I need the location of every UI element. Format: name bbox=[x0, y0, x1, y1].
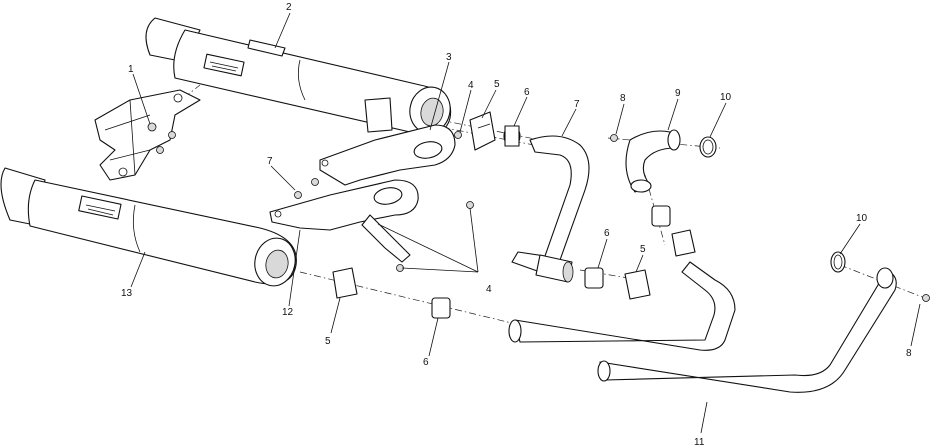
callout-labels: 1 2 3 4 5 6 7 8 9 10 7 6 5 10 4 13 12 5 … bbox=[121, 2, 912, 448]
callout-6-right: 6 bbox=[604, 228, 610, 239]
callout-8-upper: 8 bbox=[620, 93, 626, 104]
callout-7-lower: 7 bbox=[267, 156, 273, 167]
callout-6-lower: 6 bbox=[423, 357, 429, 368]
assembly-centerlines bbox=[149, 84, 931, 326]
callout-5-lower: 5 bbox=[325, 336, 331, 347]
upper-elbow bbox=[625, 129, 717, 193]
callout-4-lower: 4 bbox=[486, 284, 492, 295]
frame-bracket bbox=[94, 89, 201, 181]
lower-muffler bbox=[0, 167, 297, 287]
upper-clamp-set bbox=[469, 111, 521, 151]
callout-9: 9 bbox=[675, 88, 681, 99]
callout-2: 2 bbox=[286, 2, 292, 13]
callout-6-upper: 6 bbox=[524, 87, 530, 98]
middle-clamp-set bbox=[651, 205, 696, 257]
upper-head-pipe bbox=[511, 135, 590, 283]
lower-head-pipe bbox=[508, 251, 897, 393]
callout-5-upper: 5 bbox=[494, 79, 500, 90]
callout-12: 12 bbox=[282, 307, 294, 318]
callout-7: 7 bbox=[574, 99, 580, 110]
callout-4-upper: 4 bbox=[468, 80, 474, 91]
upper-muffler bbox=[145, 17, 452, 135]
lower-right-clamp-set bbox=[584, 267, 651, 300]
callout-5-right: 5 bbox=[640, 244, 646, 255]
lower-left-clamp-set bbox=[332, 267, 451, 319]
callout-3: 3 bbox=[446, 52, 452, 63]
hanger-brackets bbox=[269, 97, 456, 263]
callout-10-lower: 10 bbox=[856, 213, 868, 224]
callout-8-lower: 8 bbox=[906, 348, 912, 359]
callout-10-upper: 10 bbox=[720, 92, 732, 103]
callout-13: 13 bbox=[121, 288, 133, 299]
leader-lines bbox=[130, 12, 921, 434]
callout-1: 1 bbox=[128, 64, 134, 75]
callout-11: 11 bbox=[694, 437, 705, 448]
